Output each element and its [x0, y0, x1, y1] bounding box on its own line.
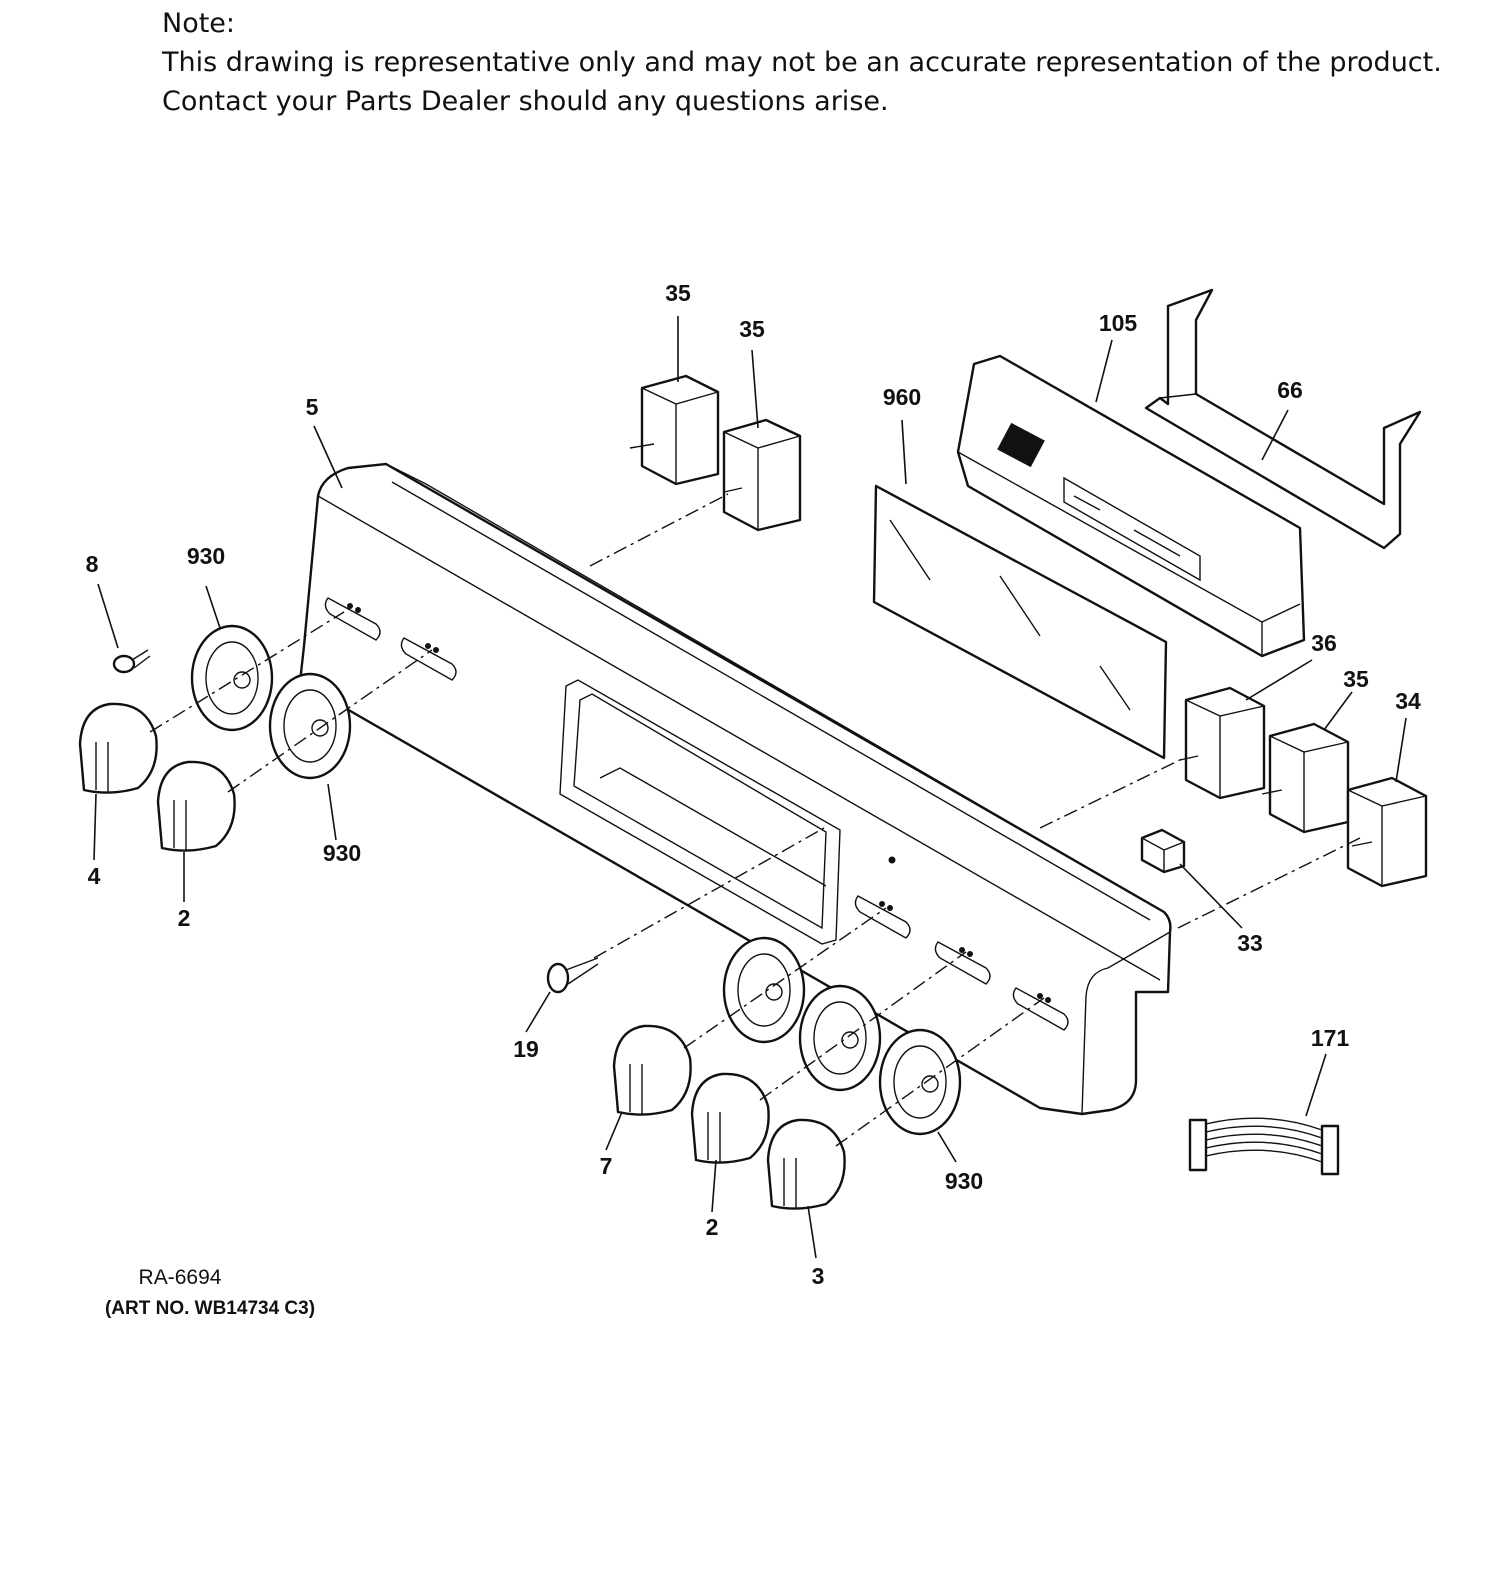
switch-35-top-right: [722, 418, 802, 532]
callout-2-bottom: 2: [706, 1214, 719, 1240]
screw-8: [112, 649, 151, 674]
callout-35-top-right: 35: [739, 316, 765, 342]
callout-19: 19: [513, 1036, 539, 1062]
switch-35-right: [1261, 722, 1350, 834]
art-number: (ART NO. WB14734 C3): [105, 1298, 315, 1319]
switch-36: [1179, 686, 1266, 800]
assembly-lines: [149, 493, 1361, 1147]
note-heading: Note:: [162, 8, 236, 39]
screw-19: [546, 957, 599, 994]
callout-3: 3: [812, 1263, 825, 1289]
knob-3: [766, 1118, 846, 1210]
note-line-1: This drawing is representative only and …: [162, 47, 1442, 78]
callout-2-left: 2: [178, 905, 191, 931]
callout-930-bottom: 930: [945, 1168, 983, 1194]
callout-33: 33: [1237, 930, 1263, 956]
leader-lines: [93, 316, 1407, 1259]
knob-2-bottom: [690, 1072, 770, 1164]
callout-930-left-upper: 930: [187, 543, 225, 569]
callout-4: 4: [88, 863, 101, 889]
callout-labels: 35 35 105 66 960 5 8 930 4 2 930 36 35 3…: [86, 280, 1421, 1289]
control-glass-panel: [872, 484, 1168, 760]
callout-36: 36: [1311, 630, 1337, 656]
callout-171: 171: [1311, 1025, 1350, 1051]
callout-5: 5: [306, 394, 319, 420]
knob-bezel-bottom-1: [722, 936, 806, 1044]
callout-7: 7: [600, 1153, 613, 1179]
knob-bezel-left-upper: [190, 624, 274, 732]
drawing-reference: RA-6694: [139, 1266, 222, 1289]
callout-105: 105: [1099, 310, 1138, 336]
control-bracket: [1144, 288, 1422, 550]
callout-34: 34: [1395, 688, 1421, 714]
switch-35-top-left: [629, 374, 720, 486]
callout-66: 66: [1277, 377, 1303, 403]
callout-8: 8: [86, 551, 99, 577]
knob-bezel-bottom-2: [798, 984, 882, 1092]
switch-34: [1346, 776, 1428, 888]
relay-33: [1140, 828, 1186, 874]
knob-4: [78, 702, 158, 794]
knob-7: [612, 1024, 692, 1116]
callout-35-right: 35: [1343, 666, 1369, 692]
callout-930-left-lower: 930: [323, 840, 361, 866]
panel-knob-openings: [324, 597, 1069, 1031]
knob-bezel-bottom-3: [878, 1028, 962, 1136]
callout-35-top-left: 35: [665, 280, 691, 306]
disclaimer-note: Note: This drawing is representative onl…: [162, 4, 1462, 121]
callout-960: 960: [883, 384, 921, 410]
wire-harness-171: [1188, 1117, 1340, 1176]
knob-2-left: [156, 760, 236, 852]
knob-bezel-left-lower: [268, 672, 352, 780]
electronic-control-board: [956, 354, 1306, 658]
note-line-2: Contact your Parts Dealer should any que…: [162, 86, 889, 117]
